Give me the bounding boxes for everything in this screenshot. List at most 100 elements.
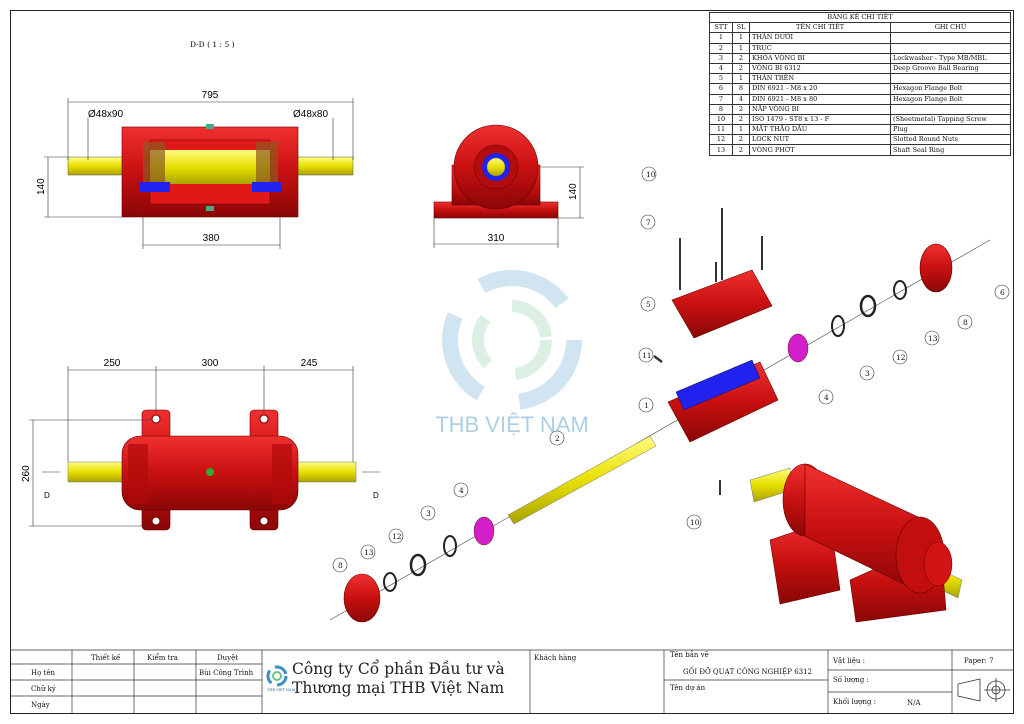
- isometric-assembly: [749, 463, 963, 623]
- bom-stt: 12: [709, 134, 733, 146]
- exploded-view: [329, 208, 991, 623]
- bom-note: Slotted Round Nuts: [890, 134, 1011, 146]
- balloon-label: 12: [896, 353, 906, 362]
- bom-note: Shaft Seal Ring: [890, 144, 1011, 156]
- bom-qty: 2: [732, 144, 750, 156]
- col-approved: Duyệt: [217, 654, 239, 662]
- balloon-label: 10: [690, 518, 700, 527]
- balloon-circles: [332, 166, 1010, 573]
- paper-label: Paper: 7: [964, 657, 994, 665]
- bom-qty: 4: [732, 93, 750, 105]
- dim-height-top: 140: [36, 178, 47, 195]
- col-checked: Kiểm tra: [147, 654, 178, 662]
- dim-dia-left: Ø48x90: [88, 109, 123, 120]
- bom-table: BẢNG KÊ CHI TIẾT STT SL TÊN CHI TIẾT GHI…: [709, 11, 1011, 156]
- end-view-dims: [433, 166, 584, 248]
- approved-name: Bùi Công Trình: [199, 669, 254, 677]
- bom-part-name: VÒNG PHỚT: [749, 144, 891, 156]
- bom-header: STT: [709, 22, 733, 34]
- balloon-label: 3: [865, 369, 870, 378]
- bom-header: TÊN CHI TIẾT: [749, 22, 891, 34]
- company-line1: Công ty Cổ phần Đầu tư và: [292, 660, 505, 678]
- bom-stt: 8: [709, 103, 733, 115]
- balloon-label: 13: [364, 548, 374, 557]
- material-label: Vật liệu :: [833, 657, 865, 665]
- dim-base-width: 380: [203, 233, 220, 244]
- bom-note: Hexagon Flange Bolt: [890, 83, 1011, 95]
- bom-stt: 11: [709, 124, 733, 136]
- weight-value: N/A: [907, 699, 921, 707]
- company-name: Công ty Cổ phần Đầu tư và Thương mại THB…: [292, 660, 505, 698]
- bom-qty: 2: [732, 52, 750, 64]
- bom-stt: 4: [709, 62, 733, 75]
- bom-part-name: KHÓA VÒNG BI: [749, 52, 891, 64]
- bom-qty: 8: [732, 83, 750, 95]
- bom-qty: 2: [732, 62, 750, 75]
- section-mark-right: D: [373, 491, 379, 500]
- dim-dia-right: Ø48x80: [293, 109, 328, 120]
- bom-qty: 2: [732, 103, 750, 115]
- bom-qty: 1: [732, 73, 750, 85]
- title-block: Thiết kế Kiểm tra Duyệt Họ tên Bùi Công …: [11, 650, 1013, 713]
- bom-note: Lockwasher - Type MB/MBL: [890, 52, 1011, 64]
- bom-qty: 1: [732, 42, 750, 54]
- plan-view: [67, 409, 357, 531]
- row-signature: Chữ ký: [31, 685, 56, 693]
- customer-label: Khách hàng: [534, 654, 577, 662]
- drawing-name: GỐI ĐỠ QUẠT CÔNG NGHIỆP 6312: [683, 668, 813, 676]
- balloon-label: 8: [963, 318, 968, 327]
- bom-note: Hexagon Flange Bolt: [890, 93, 1011, 105]
- bom-stt: 13: [709, 144, 733, 156]
- bom-part-name: LOCK NUT: [749, 134, 891, 146]
- bom-title: BẢNG KÊ CHI TIẾT: [709, 11, 1011, 24]
- bom-note: (Sheetmetal) Tapping Screw: [890, 113, 1011, 126]
- dim-seg3: 245: [301, 358, 318, 369]
- balloon-label: 12: [392, 532, 402, 541]
- bom-part-name: DIN 6921 - M8 x 20: [749, 83, 891, 95]
- balloon-label: 10: [646, 170, 656, 179]
- bom-part-name: DIN 6921 - M8 x 80: [749, 93, 891, 105]
- company-line2: Thương mại THB Việt Nam: [292, 679, 505, 697]
- dim-seg1: 250: [104, 358, 121, 369]
- bom-stt: 5: [709, 73, 733, 85]
- drawing-name-label: Tên bản vẽ: [670, 651, 709, 659]
- weight-label: Khối lượng :: [833, 698, 877, 706]
- bom-note: Plug: [890, 124, 1011, 136]
- bom-stt: 2: [709, 42, 733, 54]
- project-label: Tên dự án: [670, 684, 706, 692]
- bom-stt: 10: [709, 113, 733, 126]
- watermark-logo: [442, 270, 582, 410]
- bom-part-name: THÂN TRÊN: [749, 73, 891, 85]
- bom-part-name: MẮT THĂO DẦU: [749, 124, 891, 136]
- sheet-frame: [10, 10, 1014, 714]
- balloon-label: 11: [642, 351, 652, 360]
- balloon-label: 3: [426, 509, 431, 518]
- balloon-label: 2: [555, 434, 560, 443]
- balloon-label: 13: [928, 334, 938, 343]
- bom-note: Deep Groove Ball Bearing: [890, 62, 1011, 75]
- bom-part-name: TRỤC: [749, 42, 891, 54]
- bom-part-name: THÂN DƯỚI: [749, 32, 891, 44]
- balloon-label: 1: [644, 401, 649, 410]
- bom-note: [890, 42, 1011, 54]
- bom-stt: 1: [709, 32, 733, 44]
- row-date: Ngày: [31, 701, 50, 709]
- bom-part-name: VÒNG BI 6312: [749, 62, 891, 75]
- bom-qty: 1: [732, 124, 750, 136]
- balloon-label: 4: [824, 393, 829, 402]
- bom-header: SL: [732, 22, 750, 34]
- balloon-label: 6: [1000, 288, 1005, 297]
- balloon-label: 5: [646, 300, 651, 309]
- balloon-label: 8: [338, 561, 343, 570]
- bom-qty: 1: [732, 32, 750, 44]
